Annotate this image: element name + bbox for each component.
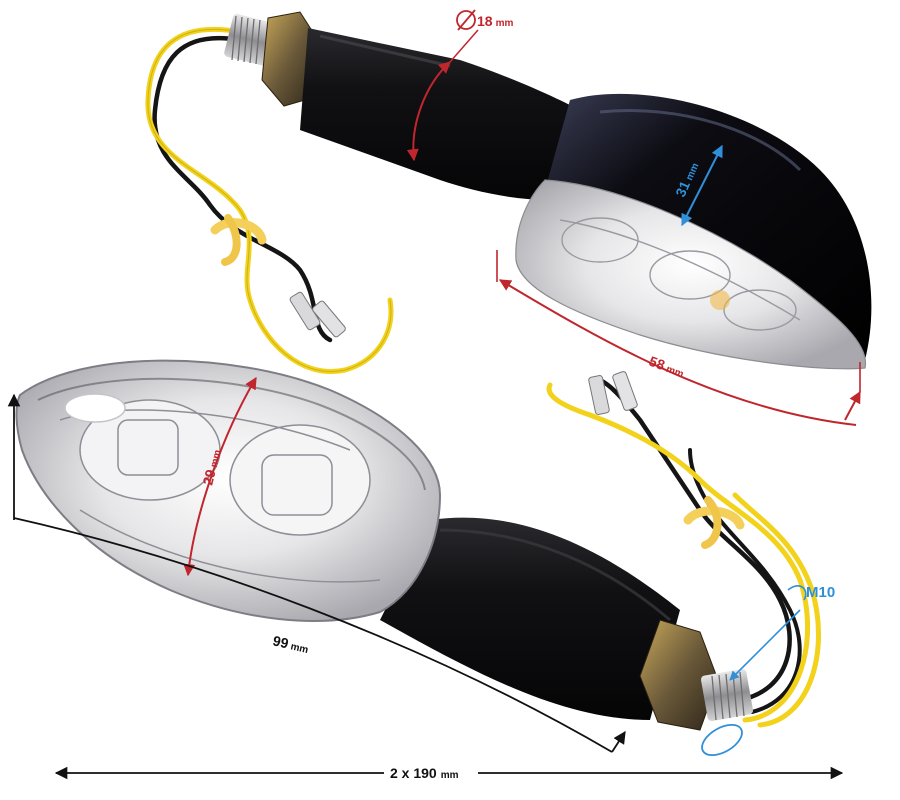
top-wires — [145, 26, 394, 374]
diameter-icon — [456, 10, 476, 30]
body-length-label: 99mm — [271, 632, 310, 656]
top-lens — [515, 179, 867, 370]
top-lens-leds — [559, 217, 801, 331]
top-indicator — [145, 11, 872, 374]
bottom-thread — [700, 668, 754, 722]
lens-width-label: 29mm — [199, 447, 223, 486]
thread-label: M10 — [806, 584, 835, 601]
bottom-connectors — [588, 371, 638, 415]
bottom-body — [380, 517, 680, 720]
lens-width-annotation: 29mm — [183, 376, 257, 577]
bottom-nut — [639, 619, 719, 731]
thread-annotation: M10 — [701, 584, 835, 757]
lens-height-annotation: 31mm — [672, 144, 723, 227]
body-length-annotation: 99mm — [7, 393, 626, 753]
top-connectors — [289, 291, 346, 338]
bottom-wires — [546, 377, 821, 728]
lens-height-label: 31mm — [672, 159, 701, 199]
